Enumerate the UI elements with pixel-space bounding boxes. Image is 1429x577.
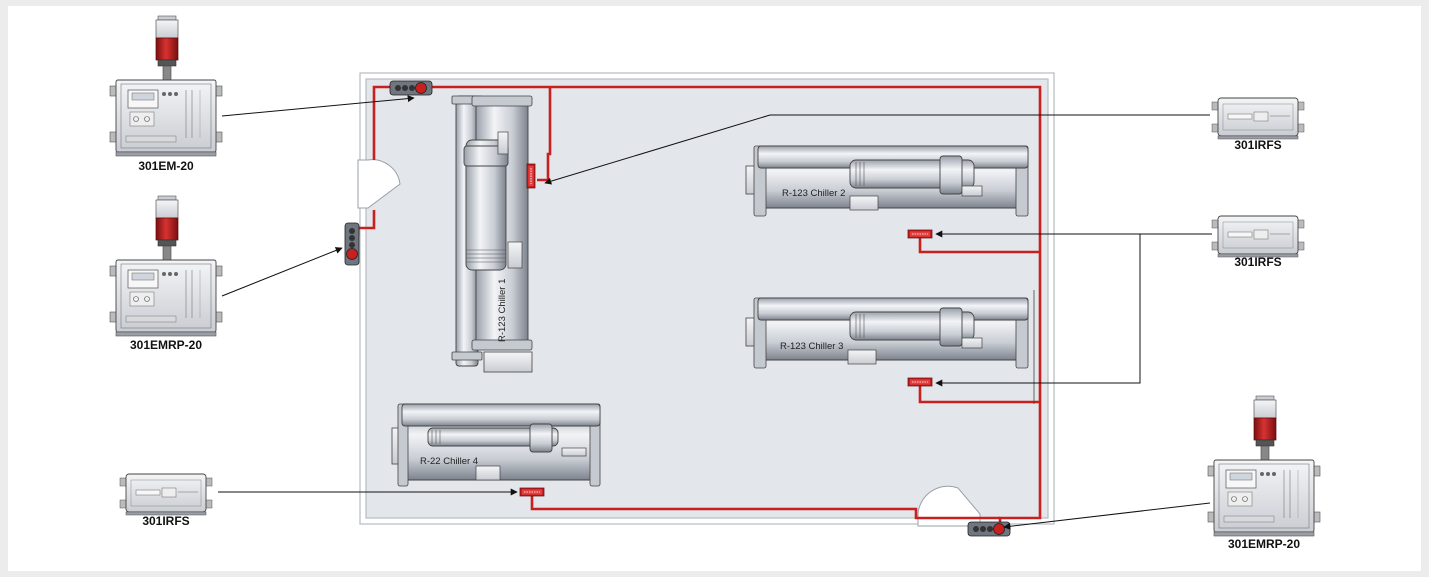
- chiller-3-label: R-123 Chiller 3: [780, 341, 843, 352]
- strobe-junction-left: [344, 222, 360, 266]
- device-label-301irfs-top: 301IRFS: [1234, 138, 1281, 152]
- chiller-4: R-22 Chiller 4: [391, 403, 601, 487]
- connection-arrows: [218, 95, 1212, 530]
- sensor-tag-chiller-3: [907, 377, 933, 387]
- sensor-tag-chiller-2: [907, 229, 933, 239]
- device-301irfs-top: 301IRFS: [1211, 97, 1305, 152]
- device-label-301emrp-20-left: 301EMRP-20: [130, 338, 202, 352]
- chiller-4-label: R-22 Chiller 4: [420, 456, 478, 467]
- device-301emrp-20-left: 301EMRP-20: [109, 195, 223, 352]
- strobe-junction-top: [389, 80, 433, 96]
- device-301irfs-middle: 301IRFS: [1211, 215, 1305, 269]
- sensor-tag-chiller-4: [519, 487, 545, 497]
- chiller-1-label: R-123 Chiller 1: [497, 279, 508, 342]
- chiller-2-label: R-123 Chiller 2: [782, 188, 845, 199]
- device-301em-20: 301EM-20: [109, 15, 223, 173]
- device-label-301emrp-20-right: 301EMRP-20: [1228, 537, 1300, 551]
- wiring: [356, 85, 1042, 524]
- device-label-301em-20: 301EM-20: [138, 159, 194, 173]
- chiller-1: R-123 Chiller 1: [451, 95, 533, 373]
- strobe-junction-bottom: [967, 521, 1011, 537]
- device-label-301irfs-middle: 301IRFS: [1234, 255, 1281, 269]
- chiller-2: R-123 Chiller 2: [745, 145, 1029, 217]
- chiller-3: R-123 Chiller 3: [745, 297, 1029, 369]
- device-301irfs-left: 301IRFS: [119, 473, 213, 528]
- sensor-tag-chiller-1: [526, 163, 536, 189]
- device-label-301irfs-left: 301IRFS: [142, 514, 189, 528]
- device-301emrp-20-right: 301EMRP-20: [1207, 395, 1321, 551]
